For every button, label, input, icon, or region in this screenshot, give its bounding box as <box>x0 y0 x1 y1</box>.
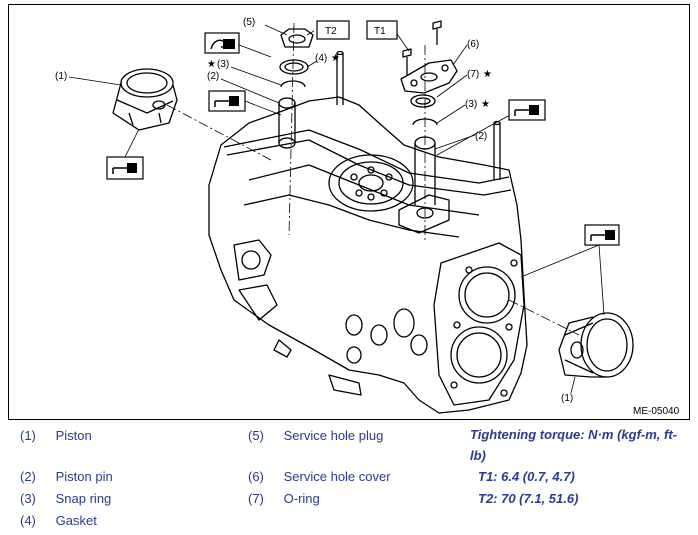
grease-icon <box>204 32 240 54</box>
torque-t2: T2 <box>325 26 337 37</box>
torque-t1: T1 <box>374 26 386 37</box>
cylinder-bore-2 <box>450 326 508 384</box>
piston-right <box>558 312 634 378</box>
callout-6: (6) <box>467 39 479 50</box>
legend-item-2: (2) Piston pin <box>20 469 113 484</box>
callout-4: (4) <box>315 53 327 64</box>
exploded-diagram: (1) (2) (3) ★ (5) (4) ★ T2 T1 (6) (7) ★ … <box>8 4 690 420</box>
torque-box-t1 <box>366 20 398 40</box>
legend-item-3: (3) Snap ring <box>20 491 112 506</box>
oil-can-icon-3 <box>508 99 546 121</box>
cylinder-bore-1 <box>458 266 516 324</box>
o-ring <box>410 94 436 108</box>
oil-can-icon <box>208 90 246 112</box>
callout-2-left: (2) <box>207 71 219 82</box>
callout-5: (5) <box>243 17 255 28</box>
star-3-left: ★ <box>207 59 216 70</box>
callout-1-left: (1) <box>55 71 67 82</box>
torque-spec-t1: T1: 6.4 (0.7, 4.7) <box>478 469 575 484</box>
oil-can-icon-4 <box>584 224 620 246</box>
callout-3-left: (3) <box>217 59 229 70</box>
service-hole-cover <box>400 59 458 94</box>
crankshaft-pulley <box>328 154 414 212</box>
gasket <box>279 59 309 75</box>
torque-spec-t2: T2: 70 (7.1, 51.6) <box>478 491 579 506</box>
callout-1-right: (1) <box>561 393 573 404</box>
legend-item-5: (5) Service hole plug <box>248 428 384 443</box>
legend-item-1: (1) Piston <box>20 428 92 443</box>
star-4: ★ <box>331 53 340 64</box>
torque-box-t2 <box>316 20 350 40</box>
figure-id: ME-05040 <box>633 406 680 417</box>
engine-block-outline <box>208 96 528 414</box>
service-hole-plug <box>280 28 314 48</box>
legend-item-6: (6) Service hole cover <box>248 469 391 484</box>
cylinder-face <box>433 242 525 406</box>
callout-7: (7) <box>467 69 479 80</box>
callout-2-right: (2) <box>475 131 487 142</box>
piston-left <box>112 68 178 131</box>
star-3-right: ★ <box>481 99 490 110</box>
torque-title: Tightening torque: N·m (kgf-m, ft-lb) <box>470 427 678 463</box>
diagram-drawing: (1) (2) (3) ★ (5) (4) ★ T2 T1 (6) (7) ★ … <box>55 17 680 417</box>
oil-can-icon-2 <box>106 156 144 180</box>
legend-item-4: (4) Gasket <box>20 513 97 528</box>
star-7: ★ <box>483 69 492 80</box>
callout-3-right: (3) <box>465 99 477 110</box>
legend-item-7: (7) O-ring <box>248 491 320 506</box>
